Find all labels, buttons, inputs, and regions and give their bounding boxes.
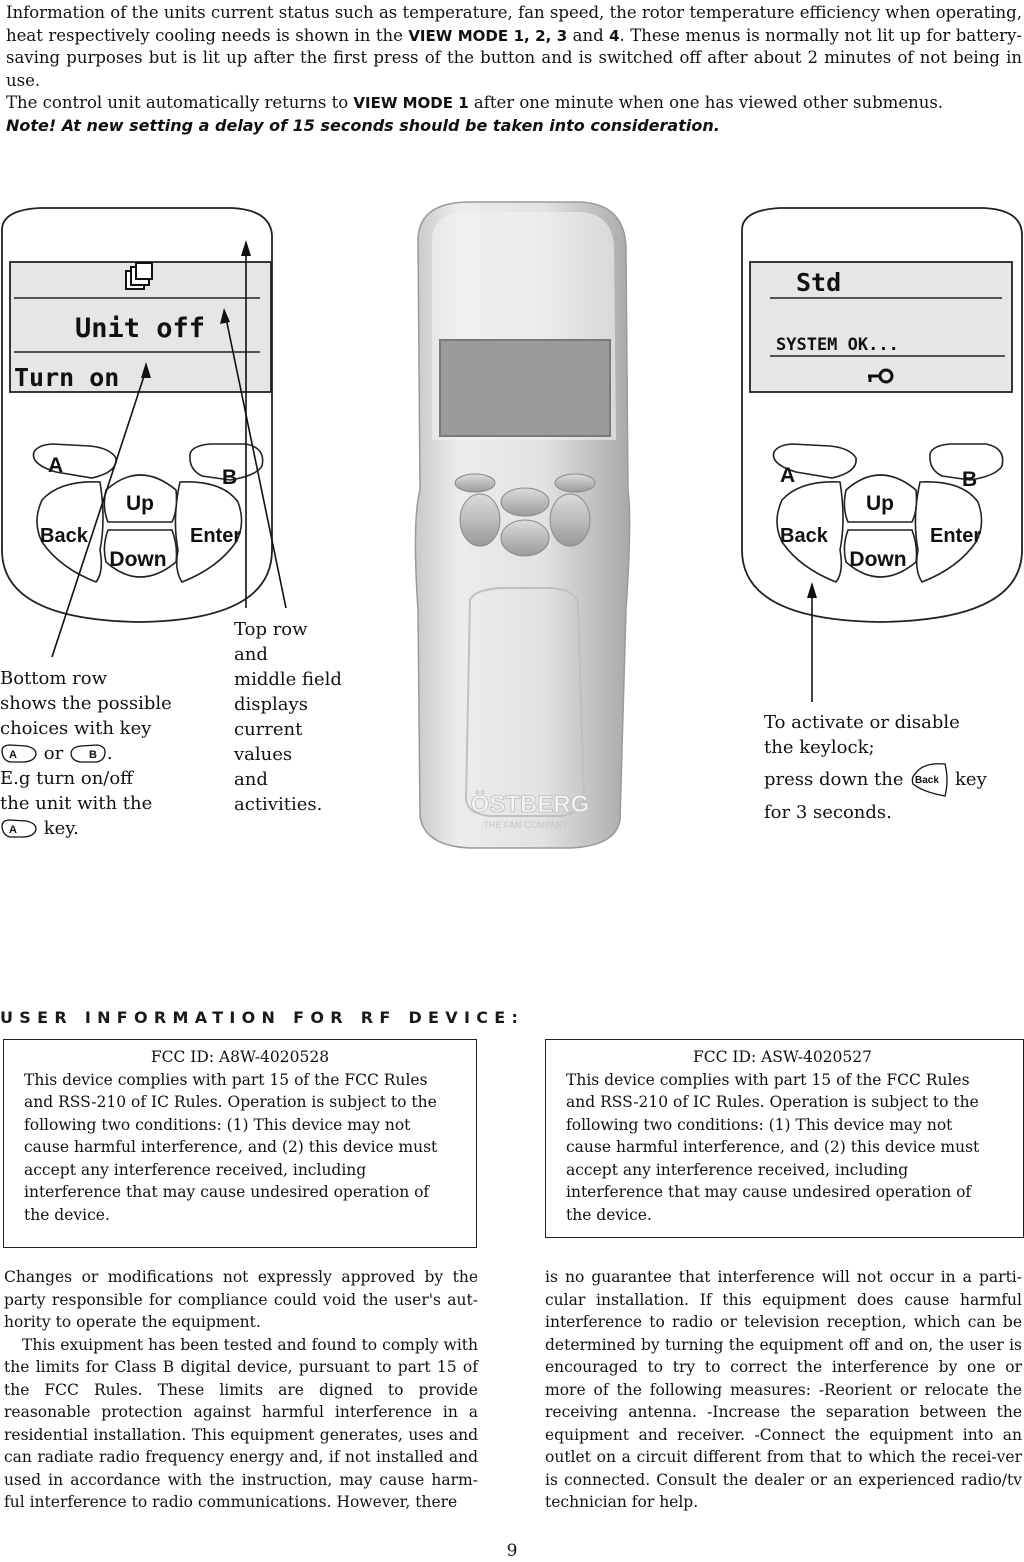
left-up-button[interactable] — [103, 474, 178, 523]
svg-text:Enter: Enter — [190, 525, 241, 547]
svg-text:B: B — [222, 466, 237, 489]
view-mode-4-ref: 4 — [609, 26, 620, 45]
rf-left-paragraph-1: Changes or modifications not expressly a… — [4, 1268, 478, 1331]
svg-text:A: A — [9, 749, 17, 761]
fcc-text-2: This device complies with part 15 of the… — [566, 1070, 980, 1224]
svg-text:Down: Down — [849, 548, 906, 571]
intro-paragraph-2: The control unit automatically returns t… — [6, 93, 944, 112]
left-b-button[interactable] — [189, 443, 264, 481]
key-icon — [868, 368, 894, 384]
center-back-button — [459, 493, 501, 547]
svg-text:Back: Back — [915, 775, 939, 786]
b-key-inline-icon: B — [70, 744, 106, 763]
svg-text:Down: Down — [109, 548, 166, 571]
right-back-button[interactable] — [776, 481, 844, 583]
callout-line-bottom-row — [51, 369, 147, 658]
rf-heading: USER INFORMATION FOR RF DEVICE: — [0, 1008, 525, 1027]
page-icon — [125, 262, 153, 290]
svg-text:Back: Back — [40, 525, 89, 547]
svg-text:A: A — [48, 454, 63, 477]
right-enter-button[interactable] — [914, 481, 983, 583]
left-display-middle: Unit off — [75, 313, 205, 344]
center-enter-button — [549, 493, 591, 547]
center-remote-photo: ÖSTBERG THE FAN COMPANY — [414, 201, 631, 849]
svg-text:B: B — [962, 468, 977, 491]
svg-text:A: A — [780, 464, 795, 487]
svg-text:Up: Up — [126, 492, 154, 515]
view-mode-ref: VIEW MODE 1, 2, 3 — [408, 26, 568, 45]
right-lcd — [749, 261, 1013, 393]
center-down-button — [500, 519, 550, 557]
back-key-inline-icon: Back — [911, 763, 948, 797]
view-mode-1-ref: VIEW MODE 1 — [353, 94, 469, 112]
caption-bottom-row: Bottom row shows the possible choices wi… — [0, 668, 172, 839]
left-a-button[interactable] — [32, 443, 117, 479]
center-a-button — [454, 473, 496, 493]
fcc-box-1: FCC ID: A8W-4020528 This device complies… — [3, 1039, 477, 1248]
arrowhead — [241, 240, 251, 256]
callout-line-middle-field — [225, 317, 287, 609]
fcc-id-2: FCC ID: ASW-4020527 — [693, 1048, 872, 1066]
caption-keylock: To activate or disable the keylock; pres… — [764, 712, 987, 823]
left-display-bottom: Turn on — [14, 363, 119, 392]
left-remote-closeup: Unit off Turn on A B Back Enter Up Down — [1, 207, 287, 658]
rf-column-left: Changes or modifications not expressly a… — [4, 1266, 478, 1514]
a-key-inline-icon: A — [1, 819, 37, 838]
right-up-button[interactable] — [843, 474, 918, 523]
arrowhead — [220, 308, 230, 324]
rf-right-paragraph-1: is no guarantee that interference will n… — [545, 1268, 1022, 1511]
right-a-button[interactable] — [772, 443, 857, 479]
right-b-button[interactable] — [929, 443, 1004, 481]
svg-text:Enter: Enter — [930, 525, 981, 547]
svg-text:Up: Up — [866, 492, 894, 515]
arrowhead — [807, 582, 817, 598]
a-key-inline-icon: A — [1, 744, 37, 763]
svg-text:B: B — [89, 749, 97, 761]
left-enter-button[interactable] — [174, 481, 243, 583]
fcc-text-1: This device complies with part 15 of the… — [24, 1070, 438, 1224]
right-down-button[interactable] — [843, 529, 918, 578]
intro-paragraph-1: Information of the units current status … — [6, 3, 1022, 90]
page-number: 9 — [506, 1541, 518, 1561]
rf-left-paragraph-2: This exuipment has been tested and found… — [4, 1335, 478, 1512]
fcc-box-2: FCC ID: ASW-4020527 This device complies… — [545, 1039, 1024, 1238]
note-text: Note! At new setting a delay of 15 secon… — [6, 115, 720, 135]
left-back-button[interactable] — [36, 481, 104, 583]
center-screen — [439, 339, 611, 437]
center-b-button — [554, 473, 596, 493]
remote-illustration: Unit off Turn on A B Back Enter Up Down — [1, 201, 1023, 849]
right-display-top: Std — [796, 268, 841, 297]
right-display-middle: SYSTEM OK... — [776, 335, 899, 355]
right-remote-closeup: Std SYSTEM OK... A B Back Enter Up Down — [741, 207, 1023, 702]
intro-text: Information of the units current status … — [6, 2, 1022, 137]
fcc-id-1: FCC ID: A8W-4020528 — [150, 1048, 330, 1066]
center-up-button — [500, 487, 550, 517]
ostberg-tagline: THE FAN COMPANY — [483, 820, 568, 830]
svg-text:A: A — [9, 824, 17, 836]
left-down-button[interactable] — [103, 529, 178, 578]
rf-column-right: is no guarantee that interference will n… — [545, 1266, 1022, 1514]
arrowhead — [141, 362, 151, 378]
svg-text:Back: Back — [780, 525, 829, 547]
ostberg-logo: ÖSTBERG — [471, 791, 590, 818]
caption-top-row: Top row and middle field displays curren… — [234, 619, 342, 815]
